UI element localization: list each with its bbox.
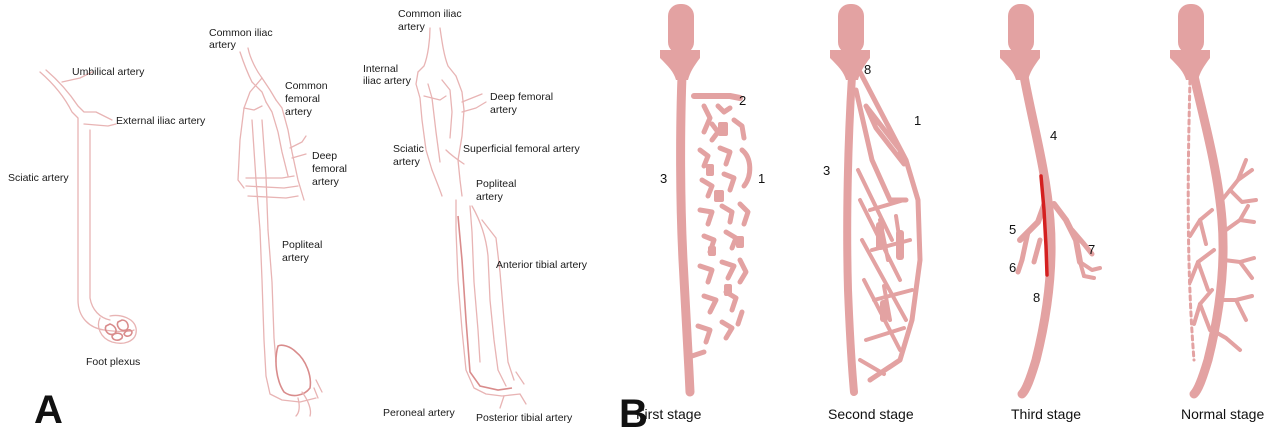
label-popliteal-a3-l1: Popliteal <box>476 178 516 190</box>
label-common-iliac-artery-a2-l2: artery <box>209 39 237 51</box>
third-stage-num-7: 7 <box>1088 242 1095 257</box>
second-stage-num-8: 8 <box>864 62 871 77</box>
label-sciatic-artery: Sciatic artery <box>8 172 69 184</box>
third-stage-num-8: 8 <box>1033 290 1040 305</box>
label-common-iliac-artery-a3-l2: artery <box>398 21 426 33</box>
third-stage-diagram <box>1000 4 1100 394</box>
label-popliteal-a2-l2: artery <box>282 252 310 264</box>
first-stage-num-1: 1 <box>758 171 765 186</box>
label-deep-femoral-a3-l2: artery <box>490 104 518 116</box>
label-sciatic-a3-l2: artery <box>393 156 421 168</box>
panel-a-early-limb-drawing <box>40 70 136 343</box>
second-stage-caption: Second stage <box>828 406 914 422</box>
label-deep-femoral-a3-l1: Deep femoral <box>490 91 553 103</box>
label-peroneal-artery: Peroneal artery <box>383 407 456 419</box>
panel-label-a: A <box>34 388 63 427</box>
second-stage-num-3: 3 <box>823 163 830 178</box>
panel-b: B <box>619 4 1264 427</box>
normal-stage-caption: Normal stage <box>1181 406 1264 422</box>
panel-a: Umbilical artery External iliac artery S… <box>8 8 588 427</box>
label-deep-femoral-a2-l3: artery <box>312 176 340 188</box>
label-superficial-femoral-artery: Superficial femoral artery <box>463 143 580 155</box>
label-internal-iliac-l1: Internal <box>363 63 398 75</box>
label-common-iliac-artery-a3-l1: Common iliac <box>398 8 462 20</box>
label-anterior-tibial-artery: Anterior tibial artery <box>496 259 588 271</box>
normal-stage-diagram <box>1170 4 1256 394</box>
label-common-femoral-l1: Common <box>285 80 328 92</box>
label-umbilical-artery: Umbilical artery <box>72 66 145 78</box>
second-stage-diagram <box>830 4 920 392</box>
label-popliteal-a3-l2: artery <box>476 191 504 203</box>
label-common-femoral-l2: femoral <box>285 93 320 105</box>
third-stage-num-6: 6 <box>1009 260 1016 275</box>
label-posterior-tibial-artery: Posterior tibial artery <box>476 412 573 424</box>
label-common-iliac-artery-a2-l1: Common iliac <box>209 27 273 39</box>
first-stage-diagram <box>660 4 750 392</box>
label-deep-femoral-a2-l2: femoral <box>312 163 347 175</box>
label-external-iliac-artery: External iliac artery <box>116 115 206 127</box>
second-stage-num-1: 1 <box>914 113 921 128</box>
third-stage-num-5: 5 <box>1009 222 1016 237</box>
label-popliteal-a2-l1: Popliteal <box>282 239 322 251</box>
label-sciatic-a3-l1: Sciatic <box>393 143 424 155</box>
first-stage-num-3: 3 <box>660 171 667 186</box>
first-stage-num-2: 2 <box>739 93 746 108</box>
label-common-femoral-l3: artery <box>285 106 313 118</box>
third-stage-num-4: 4 <box>1050 128 1057 143</box>
first-stage-caption: First stage <box>636 406 702 422</box>
third-stage-caption: Third stage <box>1011 406 1081 422</box>
label-deep-femoral-a2-l1: Deep <box>312 150 337 162</box>
label-foot-plexus: Foot plexus <box>86 356 140 368</box>
label-internal-iliac-l2: iliac artery <box>363 75 412 87</box>
panel-a-late-limb-drawing <box>416 28 526 408</box>
